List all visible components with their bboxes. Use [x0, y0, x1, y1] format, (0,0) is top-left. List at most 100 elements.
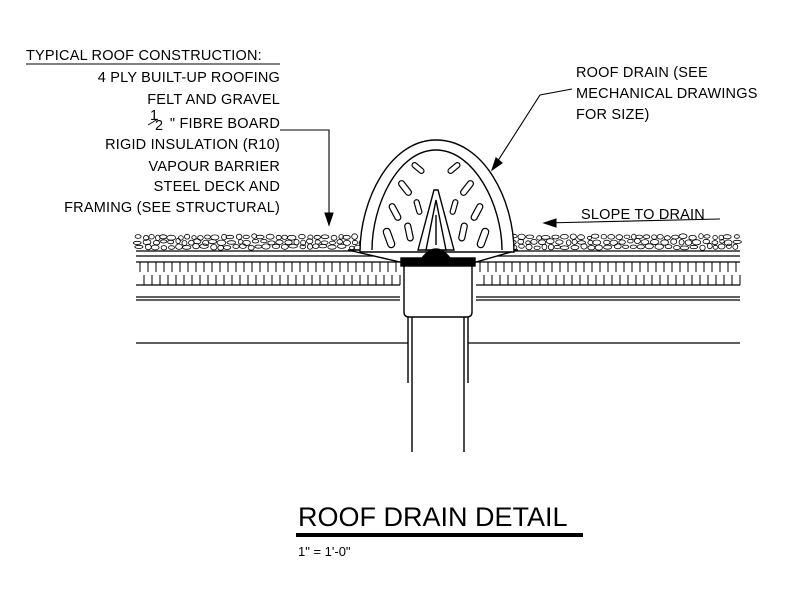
gravel-pebble — [320, 234, 330, 240]
gravel-pebble — [160, 245, 168, 251]
slope-arrow-line — [543, 218, 721, 224]
gravel-pebble — [260, 239, 268, 244]
gravel-pebble — [691, 239, 702, 246]
gravel-pebble — [182, 245, 192, 250]
gravel-pebble — [702, 238, 710, 245]
gravel-pebble — [703, 234, 711, 239]
gravel-pebble — [221, 233, 228, 241]
gravel-pebble — [134, 244, 144, 249]
gravel-pebble — [722, 234, 732, 240]
gravel-pebble — [636, 244, 645, 250]
drain-note-line: ROOF DRAIN (SEE — [576, 65, 708, 81]
gravel-pebble — [251, 238, 260, 244]
detail-title: ROOF DRAIN DETAIL — [298, 502, 568, 532]
gravel-pebble — [615, 234, 624, 240]
construction-note-line: 4 PLY BUILT-UP ROOFING — [98, 70, 280, 86]
gravel-pebble — [265, 233, 275, 240]
gravel-pebble — [342, 239, 351, 246]
gravel-pebble — [618, 239, 626, 245]
gravel-pebble — [298, 234, 306, 240]
drain-note-line: MECHANICAL DRAWINGS — [576, 86, 758, 102]
slope-arrowhead — [542, 218, 557, 228]
gravel-pebble — [571, 239, 578, 245]
gravel-pebble — [706, 242, 713, 250]
gravel-pebble — [627, 238, 634, 244]
gravel-pebble — [629, 244, 638, 249]
construction-note-line: RIGID INSULATION (R10) — [105, 137, 280, 153]
gravel-pebble — [717, 243, 726, 250]
gravel-pebble — [594, 244, 603, 251]
gravel-pebble — [175, 237, 181, 245]
dome-slot — [404, 222, 414, 242]
insulation-hatch — [139, 262, 741, 285]
gravel-pebble — [338, 234, 344, 240]
gravel-pebble — [536, 235, 543, 241]
dome-inner — [371, 149, 503, 251]
gravel-pebble — [590, 233, 600, 239]
gravel-pebble — [349, 245, 355, 251]
gravel-pebble — [284, 239, 293, 246]
gravel-pebble — [242, 239, 251, 246]
gravel-pebble — [160, 239, 168, 244]
gravel-pebble — [204, 234, 211, 240]
gravel-pebble — [210, 234, 220, 241]
gravel-pebble — [181, 240, 188, 246]
gravel-pebble — [167, 239, 175, 245]
dome-slots — [382, 162, 490, 249]
gravel-pebble — [622, 244, 630, 249]
pipe-right-flange — [463, 317, 469, 383]
gravel-pebble — [300, 239, 307, 247]
gravel-pebble — [560, 233, 569, 240]
gravel-pebble — [184, 233, 191, 240]
drain-leader-arrowhead — [490, 157, 503, 172]
gravel-pebble — [545, 238, 555, 245]
gravel-pebble — [307, 234, 314, 240]
gravel-pebble — [166, 234, 177, 241]
drain-sump-body — [403, 262, 473, 318]
gravel-pebble — [651, 234, 658, 240]
gravel-pebble — [555, 239, 564, 245]
gravel-pebble — [168, 245, 175, 250]
gravel-pebble — [712, 235, 718, 240]
gravel-pebble — [199, 243, 209, 249]
gravel-right — [509, 233, 742, 251]
dome-slot — [382, 227, 396, 249]
gravel-pebble — [711, 240, 719, 246]
gravel-pebble — [559, 245, 570, 250]
gravel-pebble — [603, 239, 611, 245]
clamp-ring — [400, 257, 476, 267]
gravel-pebble — [152, 240, 161, 246]
drain-pipe — [400, 261, 476, 452]
gravel-pebble — [734, 234, 740, 239]
gravel-pebble — [649, 239, 660, 245]
gravel-pebble — [148, 233, 155, 240]
slope-note: SLOPE TO DRAIN — [581, 207, 705, 223]
construction-note-line: " FIBRE BOARD — [170, 116, 280, 132]
drain-note-line: FOR SIZE) — [576, 107, 650, 123]
gravel-left — [132, 233, 365, 251]
detail-scale: 1" = 1'-0" — [298, 544, 351, 559]
gravel-pebble — [275, 239, 284, 245]
pipe-left-flange — [407, 317, 413, 383]
gravel-pebble — [566, 239, 572, 246]
drain-leader — [491, 88, 573, 171]
gravel-pebble — [159, 234, 168, 240]
gravel-pebble — [671, 234, 680, 240]
dome-slot — [413, 199, 423, 215]
gravel-pebble — [239, 243, 247, 249]
gravel-pebble — [261, 243, 271, 250]
construction-note-line: STEEL DECK AND — [154, 179, 280, 195]
construction-leader — [280, 129, 330, 225]
gravel-pebble — [312, 243, 320, 249]
gravel-pebble — [640, 239, 650, 245]
gravel-pebble — [533, 245, 541, 250]
construction-notes: TYPICAL ROOF CONSTRUCTION: 4 PLY BUILT-U… — [26, 48, 280, 216]
gravel-pebble — [143, 234, 149, 241]
gravel-pebble — [193, 238, 202, 245]
gravel-pebble — [225, 234, 235, 240]
gravel-pebble — [592, 239, 602, 246]
gravel-pebble — [337, 243, 347, 249]
gravel-pebble — [623, 234, 631, 239]
gravel-pebble — [538, 239, 547, 246]
gravel-pebble — [607, 234, 615, 240]
